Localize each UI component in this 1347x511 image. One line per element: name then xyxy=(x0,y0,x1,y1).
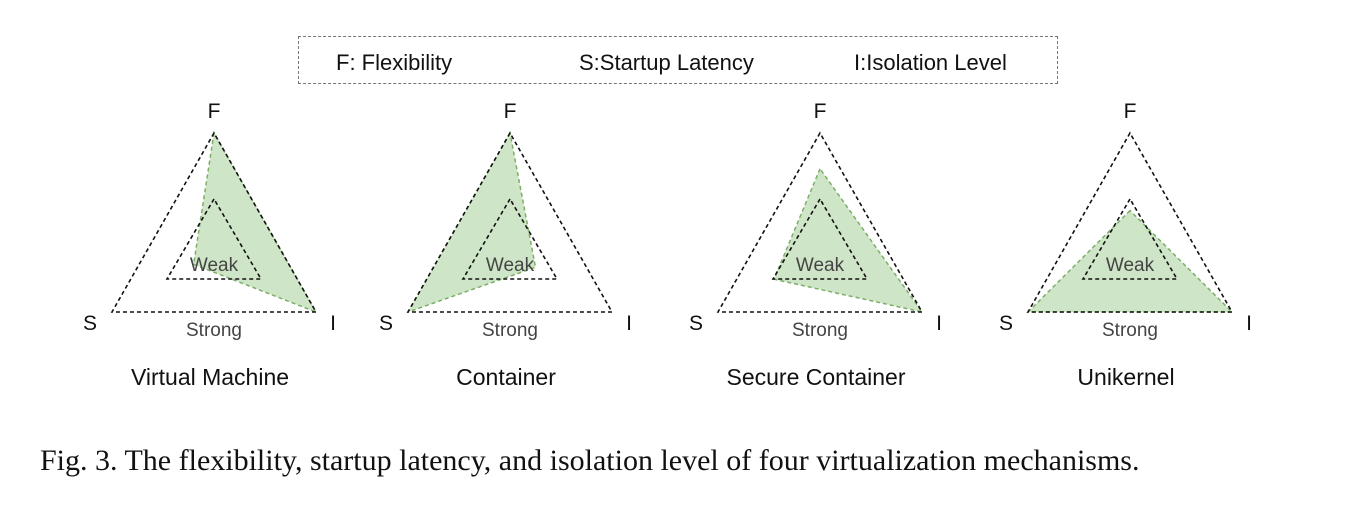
outer-triangle xyxy=(406,131,614,313)
axis-label-i: I xyxy=(936,312,942,335)
axis-label-f: F xyxy=(208,100,221,123)
outer-triangle xyxy=(1026,131,1234,313)
figure-caption: Fig. 3. The flexibility, startup latency… xyxy=(40,444,1140,477)
axis-label-f: F xyxy=(1124,100,1137,123)
axis-label-i: I xyxy=(1246,312,1252,335)
axis-label-f: F xyxy=(504,100,517,123)
value-area xyxy=(406,130,537,314)
legend-startup-latency: S:Startup Latency xyxy=(579,50,754,75)
value-area xyxy=(192,130,318,314)
scale-label-strong: Strong xyxy=(482,320,538,341)
legend-isolation-level: I:Isolation Level xyxy=(854,50,1007,75)
panel-title: Unikernel xyxy=(1077,364,1174,390)
scale-label-strong: Strong xyxy=(186,320,242,341)
legend-box: F: Flexibility S:Startup Latency I:Isola… xyxy=(298,36,1058,84)
outer-triangle xyxy=(110,131,318,313)
inner-triangle xyxy=(771,197,869,280)
value-area xyxy=(773,167,924,314)
scale-label-weak: Weak xyxy=(796,255,845,276)
inner-triangle xyxy=(461,197,559,280)
axis-label-s: S xyxy=(379,312,393,335)
outer-triangle xyxy=(716,131,924,313)
scale-label-strong: Strong xyxy=(792,320,848,341)
inner-triangle xyxy=(1081,197,1179,280)
scale-label-weak: Weak xyxy=(190,255,239,276)
scale-label-weak: Weak xyxy=(486,255,535,276)
inner-triangle xyxy=(165,197,263,280)
panel-title: Container xyxy=(456,364,556,390)
legend-flexibility: F: Flexibility xyxy=(336,50,453,75)
axis-label-f: F xyxy=(814,100,827,123)
panel-title: Virtual Machine xyxy=(131,364,289,390)
axis-label-s: S xyxy=(999,312,1013,335)
scale-label-weak: Weak xyxy=(1106,255,1155,276)
axis-label-i: I xyxy=(626,312,632,335)
scale-label-strong: Strong xyxy=(1102,320,1158,341)
axis-label-i: I xyxy=(330,312,336,335)
axis-label-s: S xyxy=(83,312,97,335)
panel-title: Secure Container xyxy=(727,364,906,390)
axis-label-s: S xyxy=(689,312,703,335)
